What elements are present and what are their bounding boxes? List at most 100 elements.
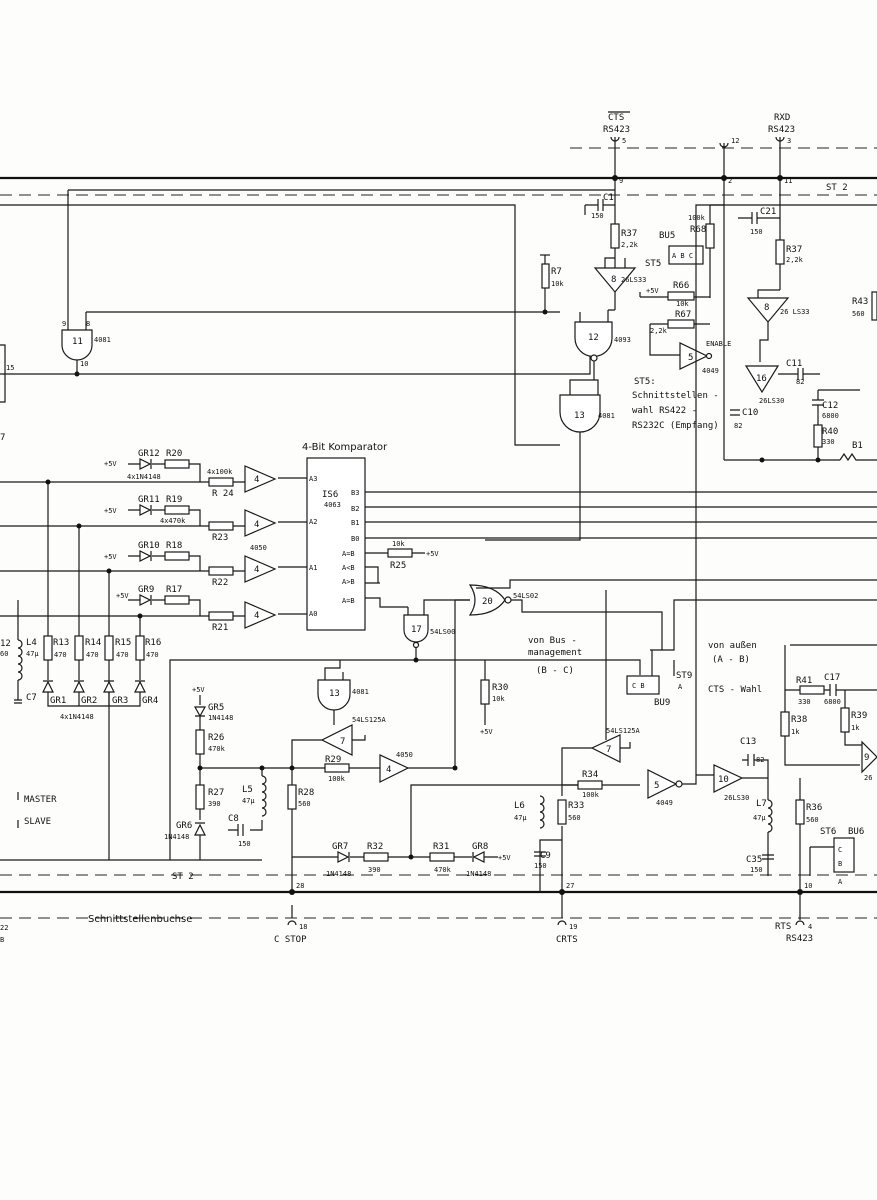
c17-label: C17: [824, 673, 840, 683]
bus-st2-bottom-label: ST 2: [172, 872, 194, 882]
c35-label: C35: [746, 855, 762, 865]
gate-13a-type: 4081: [598, 412, 615, 420]
wire-7a: [291, 735, 366, 768]
wire-l5: [228, 768, 263, 831]
wire-r38-r39: [784, 690, 865, 766]
r67-value: 2,2k: [650, 327, 668, 335]
gate-17-type: 54LS00: [430, 628, 455, 636]
wire-upper-left: [0, 204, 560, 446]
resistor-r41: [799, 685, 825, 695]
r36-label: R36: [806, 803, 822, 813]
buffer-7a-type: 54LS125A: [352, 716, 387, 724]
buffer-4b: [379, 754, 410, 783]
resistor-r18: [164, 551, 190, 561]
r13-value: 470: [54, 651, 67, 659]
r66-value: 10k: [676, 300, 689, 308]
st9-pin-a: A: [678, 683, 683, 691]
wire-g20-in2: [476, 579, 877, 589]
r18-label: R18: [166, 541, 182, 551]
inverter-5-num: 5: [688, 353, 693, 363]
l4-c7-wires: [14, 600, 22, 704]
st5-label: ST5: [645, 259, 661, 269]
r33-value: 560: [568, 814, 581, 822]
c10-value: 82: [734, 422, 742, 430]
gate-12-type: 4093: [614, 336, 631, 344]
wire-10-out: [742, 759, 769, 876]
cts-std: RS423: [603, 125, 630, 135]
r31-value: 470k: [434, 866, 452, 874]
r20-label: R20: [166, 449, 182, 459]
tap-dot-3: [106, 568, 112, 574]
r27-label: R27: [208, 788, 224, 798]
c21-value: 150: [750, 228, 763, 236]
wire-gr11: [128, 509, 201, 526]
resistor-r43: [871, 291, 877, 321]
capacitor-c17: [829, 684, 837, 696]
row-a1: [0, 566, 307, 572]
jumper-b1: [839, 452, 877, 462]
gate-11-type: 4081: [94, 336, 111, 344]
r38-label: R38: [791, 715, 807, 725]
capacitor-c11: [797, 368, 804, 380]
wire-gr10: [128, 555, 201, 571]
r34-value: 100k: [582, 791, 600, 799]
c11-value: 82: [796, 378, 804, 386]
bu5-pins: A B C: [672, 252, 693, 260]
driver-16-num: 16: [756, 374, 767, 384]
gate-11-pin9: 9: [62, 320, 66, 328]
gate-13b: [317, 679, 351, 711]
inverter-5: [679, 342, 709, 370]
gr12-label: GR12: [138, 449, 160, 459]
l4-value: 47µ: [26, 650, 39, 658]
r66-label: R66: [673, 281, 689, 291]
wire-r67: [649, 323, 710, 356]
buffer-7b-num: 7: [606, 745, 611, 755]
r37a-label: R37: [621, 229, 637, 239]
receiver-8a-type: 26LS33: [621, 276, 646, 284]
resistor-r21: [208, 611, 234, 621]
driver-10-num: 10: [718, 775, 729, 785]
diode-gr5: [193, 706, 207, 718]
r37b-value: 2,2k: [786, 256, 804, 264]
g17-junction: [413, 657, 419, 663]
gr5-supply: +5V: [192, 686, 205, 694]
resistor-r38: [780, 711, 790, 737]
gr9-supply: +5V: [116, 592, 129, 600]
gate-11: [61, 329, 93, 361]
r30-supply: +5V: [480, 728, 493, 736]
wire-g13a-out: [485, 432, 581, 541]
buffer-a3: [244, 465, 277, 493]
gate-17-bubble: [412, 641, 420, 649]
gr8-value: 1N4148: [466, 870, 491, 878]
buffer-7a-num: 7: [340, 737, 345, 747]
left-22: 22: [0, 924, 8, 932]
bus-st2-label: ST 2: [826, 183, 848, 193]
st5-note-2: wahl RS422 -: [632, 406, 697, 416]
socket-label: Schnittstellenbuchse: [88, 914, 192, 925]
st5-note-1: Schnittstellen -: [632, 391, 719, 401]
resistor-r31: [429, 852, 455, 862]
receiver-8b-num: 8: [764, 303, 769, 313]
cts-st-pin: 9: [619, 177, 623, 185]
r39-value: 1k: [851, 724, 860, 732]
resistor-r28: [287, 784, 297, 810]
c17-value: 6800: [824, 698, 841, 706]
resistor-r39: [840, 707, 850, 733]
resistor-r26: [195, 729, 205, 755]
st5-note-3: RS232C (Empfang): [632, 421, 719, 431]
junction-r31: [408, 854, 414, 860]
diode-gr3: [103, 680, 115, 693]
wire-gr9: [128, 599, 201, 616]
buffer-a1-num: 4: [254, 565, 259, 575]
wire-g17-in: [407, 599, 470, 615]
buffer-a3-num: 4: [254, 475, 259, 485]
capacitor-c21: [751, 212, 758, 224]
r30-value: 10k: [492, 695, 505, 703]
buffer-7a: [320, 724, 353, 756]
wire-gr12: [128, 463, 201, 482]
gr1-value: 4x1N4148: [60, 713, 94, 721]
capacitor-c1: [597, 199, 604, 211]
receiver-8a: [593, 267, 637, 293]
jumper-bu9: [626, 675, 660, 695]
r25-supply: +5V: [426, 550, 439, 558]
